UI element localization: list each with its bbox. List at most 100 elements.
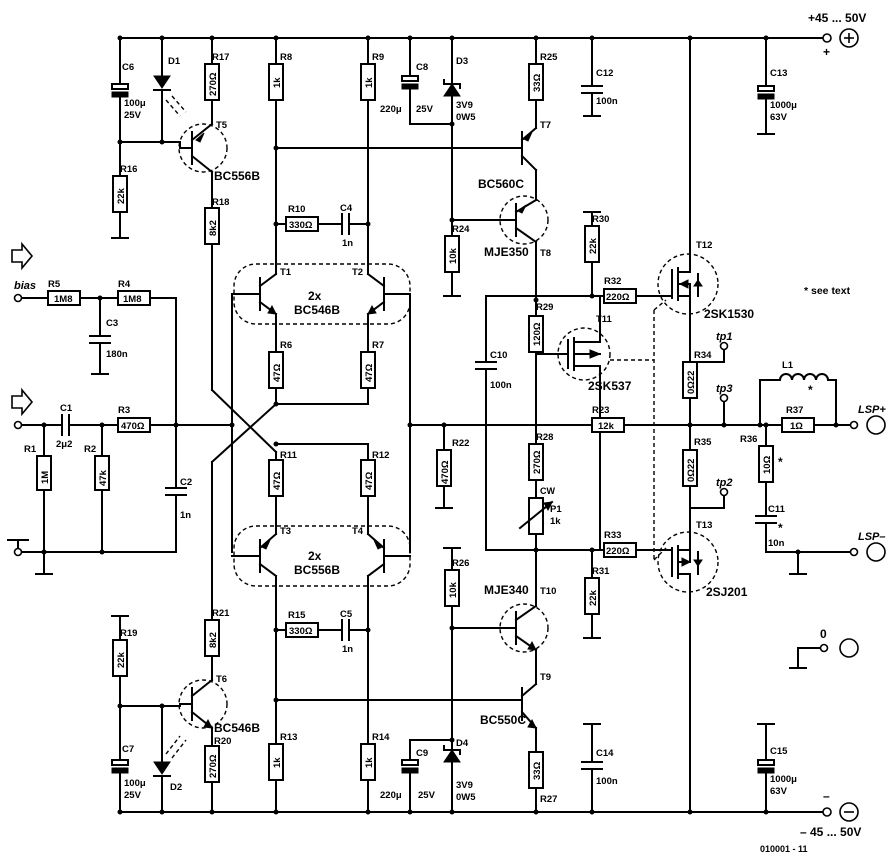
svg-text:2x: 2x (308, 289, 322, 303)
svg-text:R32: R32 (604, 276, 621, 287)
diode-d1: D1 (153, 37, 187, 143)
svg-text:R21: R21 (212, 608, 230, 619)
diode-d3: D3 3V9 0W5 (443, 37, 476, 221)
svg-text:0Ω22: 0Ω22 (686, 371, 697, 394)
svg-text:R26: R26 (452, 558, 469, 569)
svg-text:C15: C15 (770, 746, 788, 757)
supply-minus-sign: – (823, 789, 830, 803)
svg-text:R35: R35 (694, 437, 712, 448)
svg-text:1k: 1k (364, 77, 375, 88)
diode-d4: D4 3V9 0W5 (443, 738, 476, 813)
resistor-r27: 33Ω R27 (528, 727, 557, 813)
svg-text:C5: C5 (340, 609, 353, 620)
svg-text:330Ω: 330Ω (289, 220, 313, 231)
svg-text:T2: T2 (352, 267, 363, 278)
svg-text:47Ω: 47Ω (364, 363, 375, 382)
svg-text:63V: 63V (770, 786, 788, 797)
svg-text:C13: C13 (770, 68, 787, 79)
svg-text:BC550C: BC550C (480, 713, 526, 727)
resistor-r30: 22k R30 (583, 211, 609, 297)
resistor-r3: 470Ω R3 (117, 405, 151, 433)
svg-text:R14: R14 (372, 732, 390, 743)
svg-text:2SJ201: 2SJ201 (706, 585, 748, 599)
svg-text:1n: 1n (180, 510, 191, 521)
supply-neg-label: – 45 ... 50V (800, 825, 861, 839)
svg-text:47Ω: 47Ω (272, 471, 283, 490)
svg-text:100n: 100n (490, 380, 512, 391)
svg-text:100μ: 100μ (124, 778, 146, 789)
transistor-t4: T4 (352, 526, 411, 578)
svg-text:C3: C3 (106, 318, 118, 329)
svg-text:R27: R27 (540, 794, 557, 805)
potentiometer-p1: CW P1 1k (518, 486, 562, 551)
svg-text:100n: 100n (596, 96, 618, 107)
svg-text:100μ: 100μ (124, 98, 146, 109)
svg-text:C4: C4 (340, 203, 353, 214)
svg-text:R33: R33 (604, 530, 621, 541)
mosfet-t13: T13 2SJ201 (657, 520, 748, 599)
svg-text:47k: 47k (98, 469, 109, 486)
svg-text:1000μ: 1000μ (770, 774, 797, 785)
resistor-r7: 47Ω R7 (360, 313, 384, 405)
svg-text:R28: R28 (536, 432, 553, 443)
mosfet-t12: T12 2SK1530 (657, 240, 754, 321)
svg-text:1n: 1n (342, 238, 353, 249)
svg-text:D3: D3 (456, 56, 468, 67)
svg-text:*: * (808, 383, 813, 397)
svg-text:tp3: tp3 (716, 383, 733, 395)
transistor-t7: T7 BC560C (478, 120, 551, 191)
bias-input: bias (11, 241, 49, 303)
svg-text:1k: 1k (364, 757, 375, 768)
pair-top: 2x BC546B (233, 263, 411, 325)
svg-text:R7: R7 (372, 340, 384, 351)
svg-text:tp1: tp1 (716, 331, 733, 343)
svg-text:T7: T7 (540, 120, 551, 131)
svg-text:R37: R37 (786, 405, 803, 416)
capacitor-c6: C6 100μ 25V (111, 37, 146, 143)
test-point-tp2: tp2 (689, 477, 733, 509)
svg-text:270Ω: 270Ω (532, 450, 543, 474)
svg-text:R18: R18 (212, 197, 229, 208)
svg-text:10k: 10k (448, 247, 459, 264)
resistor-r14: 1k R14 (360, 575, 390, 813)
resistor-r21: 8k2 R21 (204, 461, 230, 681)
svg-text:R10: R10 (288, 204, 305, 215)
svg-text:12k: 12k (598, 421, 615, 432)
svg-text:MJE350: MJE350 (484, 245, 529, 259)
svg-text:L1: L1 (782, 360, 794, 371)
svg-text:R6: R6 (280, 340, 292, 351)
capacitor-c8: C8 220μ 25V (380, 37, 453, 125)
resistor-r19: 22k R19 (111, 615, 137, 707)
svg-text:BC546B: BC546B (294, 303, 340, 317)
svg-text:270Ω: 270Ω (208, 754, 219, 778)
transistor-t1: T1 (241, 267, 292, 316)
resistor-r24: 10k R24 (443, 219, 470, 297)
svg-text:470Ω: 470Ω (440, 460, 451, 484)
resistor-r25: 33Ω R25 (528, 37, 558, 129)
resistor-r33: 220Ω R33 (603, 530, 637, 558)
svg-text:T4: T4 (352, 526, 364, 537)
svg-text:CW: CW (540, 486, 555, 496)
svg-text:D1: D1 (168, 56, 181, 67)
supply-neg-terminal: – 45 ... 50V – (800, 789, 861, 839)
svg-text:33Ω: 33Ω (532, 761, 543, 780)
resistor-r16: 22k R16 (111, 141, 137, 239)
svg-text:R20: R20 (214, 736, 231, 747)
svg-text:25V: 25V (416, 104, 434, 115)
svg-text:1000μ: 1000μ (770, 100, 797, 111)
svg-text:0W5: 0W5 (456, 112, 476, 123)
capacitor-c3: C3 180n (89, 297, 128, 375)
svg-text:T12: T12 (696, 240, 712, 251)
svg-text:R13: R13 (280, 732, 297, 743)
signal-input (11, 387, 63, 430)
supply-pos-label: +45 ... 50V (808, 11, 866, 25)
svg-text:63V: 63V (770, 112, 788, 123)
svg-text:220Ω: 220Ω (606, 292, 630, 303)
svg-text:*: * (778, 455, 783, 469)
svg-text:1n: 1n (342, 644, 353, 655)
svg-text:22k: 22k (116, 187, 127, 204)
see-text-note: * see text (804, 285, 851, 297)
bias-label: bias (14, 280, 36, 292)
svg-text:BC556B: BC556B (294, 563, 340, 577)
